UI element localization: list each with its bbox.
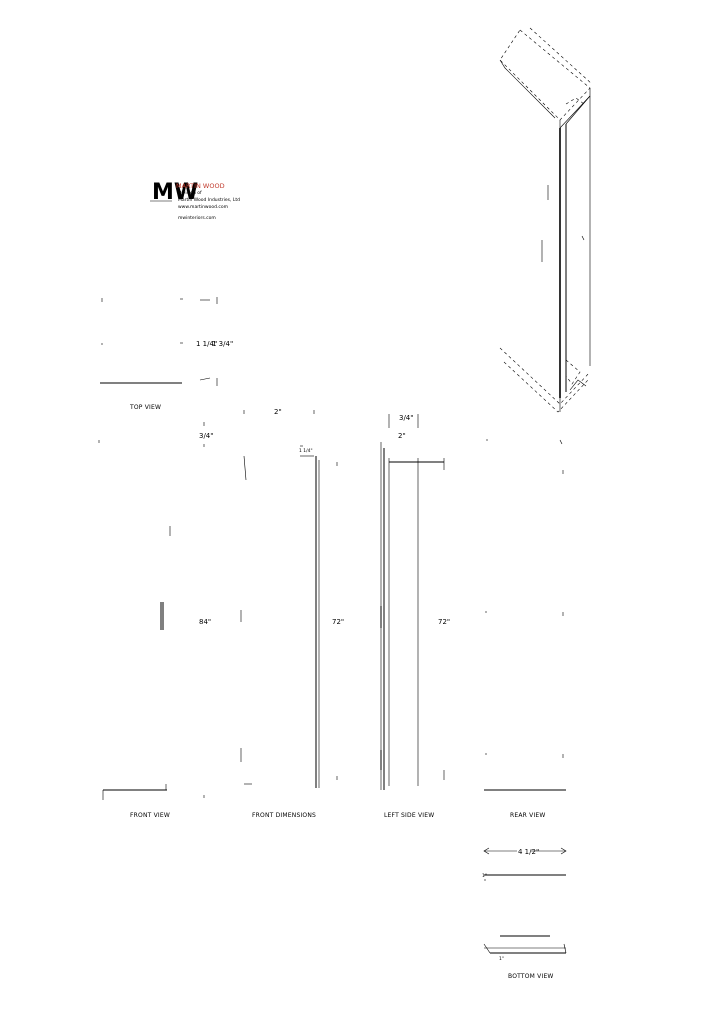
dim-fd-height: 72" xyxy=(332,618,344,626)
title-web: mwinteriors.com xyxy=(178,215,216,221)
title-line-1: Division of xyxy=(178,190,202,196)
dim-bottom-a: 1" xyxy=(482,873,487,879)
dim-side-depth: 3/4" xyxy=(399,414,414,422)
dim-side-height: 72" xyxy=(438,618,450,626)
title-block: MW MARTIN WOOD Division of Martin Wood I… xyxy=(150,180,240,221)
dim-front-width: 3/4" xyxy=(199,432,214,440)
top-view: 1 1/4" 1 3/4" TOP VIEW xyxy=(100,297,233,411)
dim-top-width: 1 3/4" xyxy=(212,340,233,348)
company-name: MARTIN WOOD xyxy=(176,182,225,190)
title-line-3: www.martinwood.com xyxy=(178,204,228,210)
front-dimensions-view: 2" 1 1/4" 72" FRONT DIMENSIONS xyxy=(240,408,344,819)
dim-fd-top: 2" xyxy=(274,408,282,416)
dim-top-depth: 1 1/4" xyxy=(196,340,217,348)
dim-front-height: 84" xyxy=(199,618,211,626)
dim-rear-width: 4 1/2" xyxy=(518,848,539,856)
title-line-2: Martin Wood Industries, Ltd xyxy=(178,197,240,203)
left-side-view: 3/4" 2" 72" LEFT SIDE VIEW xyxy=(380,414,450,819)
dim-bottom-b: 1" xyxy=(499,956,504,962)
label-front-dims: FRONT DIMENSIONS xyxy=(252,812,316,819)
label-front-view: FRONT VIEW xyxy=(130,812,170,819)
bottom-view: 4 1/2" 1" 1" BOTTOM VIEW xyxy=(482,847,567,980)
label-top-view: TOP VIEW xyxy=(129,404,161,411)
dim-fd-width: 1 1/4" xyxy=(299,448,313,454)
isometric-view xyxy=(499,27,593,413)
rear-view: REAR VIEW xyxy=(484,439,566,819)
dim-side-top: 2" xyxy=(398,432,406,440)
label-rear-view: REAR VIEW xyxy=(510,812,546,819)
front-view: 3/4" 84" FRONT VIEW xyxy=(98,422,214,819)
label-left-side: LEFT SIDE VIEW xyxy=(384,812,434,819)
label-bottom-view: BOTTOM VIEW xyxy=(508,973,554,980)
